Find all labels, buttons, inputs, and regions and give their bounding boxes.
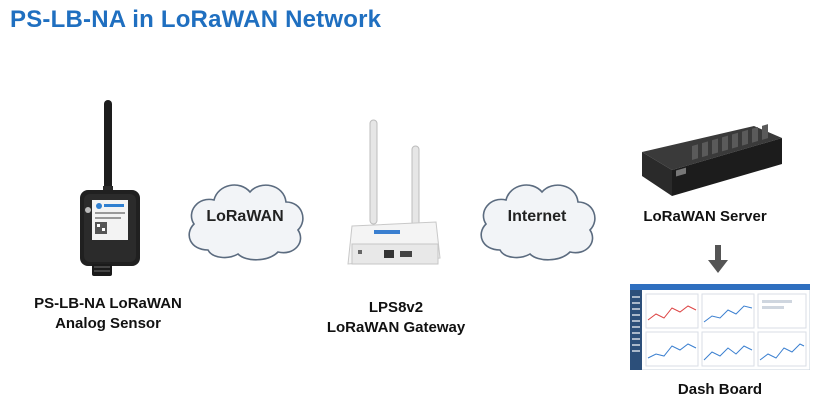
sensor-label: PS-LB-NA LoRaWAN Analog Sensor [18, 294, 198, 334]
gateway-label: LPS8v2 LoRaWAN Gateway [316, 298, 476, 338]
gateway-label-line2: LoRaWAN Gateway [326, 319, 466, 336]
internet-cloud: Internet [472, 172, 602, 264]
sensor-label-line1: PS-LB-NA LoRaWAN [34, 295, 182, 312]
lorawan-cloud: LoRaWAN [180, 172, 310, 264]
cloud-icon [480, 184, 596, 261]
gateway-label-line1: LPS8v2 [368, 299, 424, 316]
server-label: LoRaWAN Server [643, 208, 767, 225]
dashboard-screenshot [630, 284, 810, 370]
internet-cloud-label: Internet [507, 208, 567, 225]
dashboard-label: Dash Board [677, 381, 763, 398]
lorawan-cloud-label: LoRaWAN [206, 208, 284, 225]
gateway-device-image [344, 118, 444, 273]
sensor-device-image [70, 98, 150, 278]
page-title: PS-LB-NA in LoRaWAN Network [10, 6, 382, 33]
down-arrow-icon [706, 245, 730, 275]
server-image [636, 118, 786, 198]
cloud-icon [188, 184, 304, 261]
sensor-label-line2: Analog Sensor [55, 315, 161, 332]
